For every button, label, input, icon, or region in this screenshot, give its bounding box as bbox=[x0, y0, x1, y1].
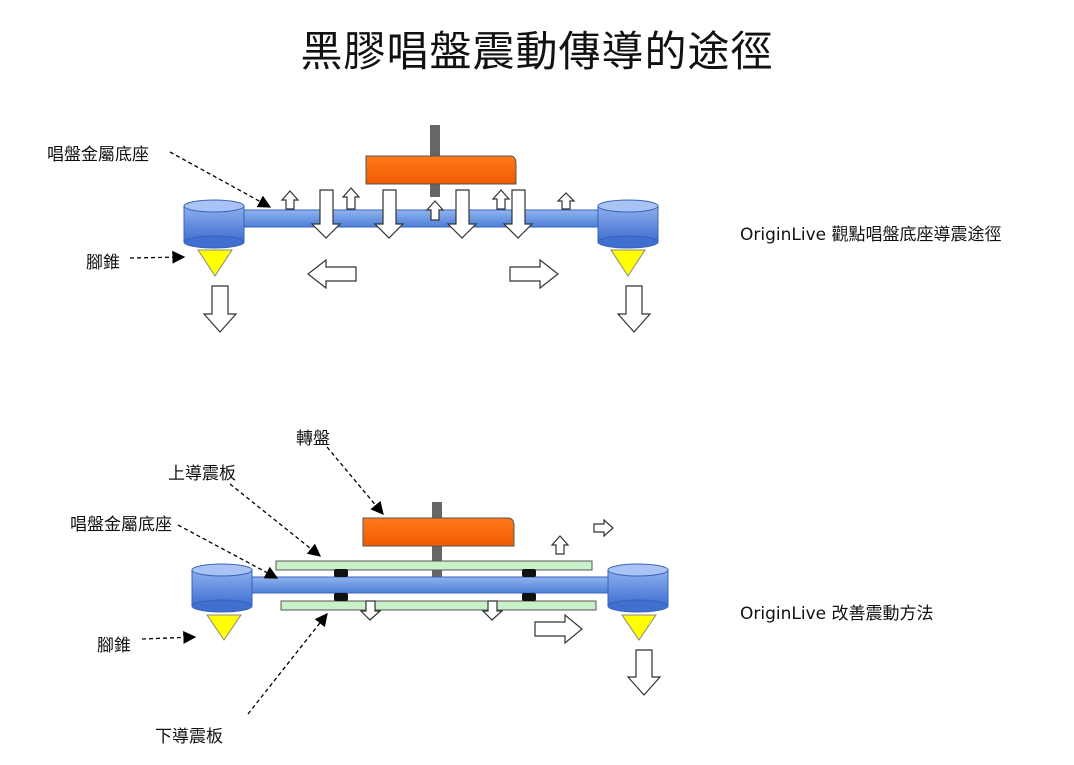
cone-left-bottom bbox=[206, 614, 242, 641]
label-lower-plate: 下導震板 bbox=[155, 727, 223, 747]
platter-top bbox=[365, 155, 517, 185]
right-arrow-bottom bbox=[534, 613, 583, 645]
down-arrow-left-cone-top bbox=[202, 285, 238, 333]
down-arrow-right-cone-bottom bbox=[626, 649, 662, 696]
pointer-lower-plate bbox=[247, 612, 328, 715]
label-metal-base-top: 唱盤金屬底座 bbox=[47, 145, 149, 165]
platter-bottom bbox=[362, 517, 515, 547]
metal-base-top bbox=[237, 209, 605, 228]
cone-right-top bbox=[610, 249, 646, 277]
top-turntable bbox=[129, 125, 659, 333]
up-arrows-top bbox=[280, 187, 576, 221]
down-small-arrow-left-bottom bbox=[359, 600, 382, 621]
right-arrow-top bbox=[509, 258, 559, 290]
caption-bottom: OriginLive 改善震動方法 bbox=[740, 604, 934, 624]
lower-damping-plate bbox=[280, 600, 597, 611]
foot-cylinder-left-bottom bbox=[191, 563, 253, 613]
foot-cylinder-right-top bbox=[597, 199, 659, 249]
label-metal-base-bottom: 唱盤金屬底座 bbox=[70, 515, 172, 535]
metal-base-bottom bbox=[247, 576, 615, 594]
right-small-arrow-bottom bbox=[593, 518, 614, 538]
pointer-feet-top bbox=[129, 250, 186, 264]
pointer-metal-base-bottom bbox=[177, 524, 279, 579]
foot-cylinder-left-top bbox=[183, 199, 245, 249]
pointer-platter bbox=[326, 446, 384, 515]
upper-damping-plate bbox=[275, 560, 593, 571]
bottom-turntable bbox=[141, 446, 669, 715]
label-platter: 轉盤 bbox=[296, 429, 330, 449]
spacers bbox=[334, 569, 536, 601]
pointer-metal-base-top bbox=[169, 151, 272, 208]
cone-right-bottom bbox=[621, 614, 657, 641]
down-arrow-right-cone-top bbox=[616, 285, 652, 333]
pointer-upper-plate bbox=[229, 483, 322, 557]
label-feet-top: 腳錐 bbox=[86, 253, 120, 273]
foot-cylinder-right-bottom bbox=[607, 563, 669, 613]
cone-left-top bbox=[197, 249, 233, 277]
caption-top: OriginLive 觀點唱盤底座導震途徑 bbox=[740, 225, 1002, 245]
pointer-feet-bottom bbox=[141, 630, 197, 644]
page-title: 黑膠唱盤震動傳導的途徑 bbox=[300, 27, 774, 76]
down-small-arrow-right-bottom bbox=[481, 600, 504, 621]
label-feet-bottom: 腳錐 bbox=[97, 636, 131, 656]
down-arrows-top bbox=[310, 189, 534, 239]
label-upper-plate: 上導震板 bbox=[168, 464, 236, 484]
left-arrow-top bbox=[307, 258, 357, 290]
up-arrow-bottom bbox=[550, 535, 570, 555]
